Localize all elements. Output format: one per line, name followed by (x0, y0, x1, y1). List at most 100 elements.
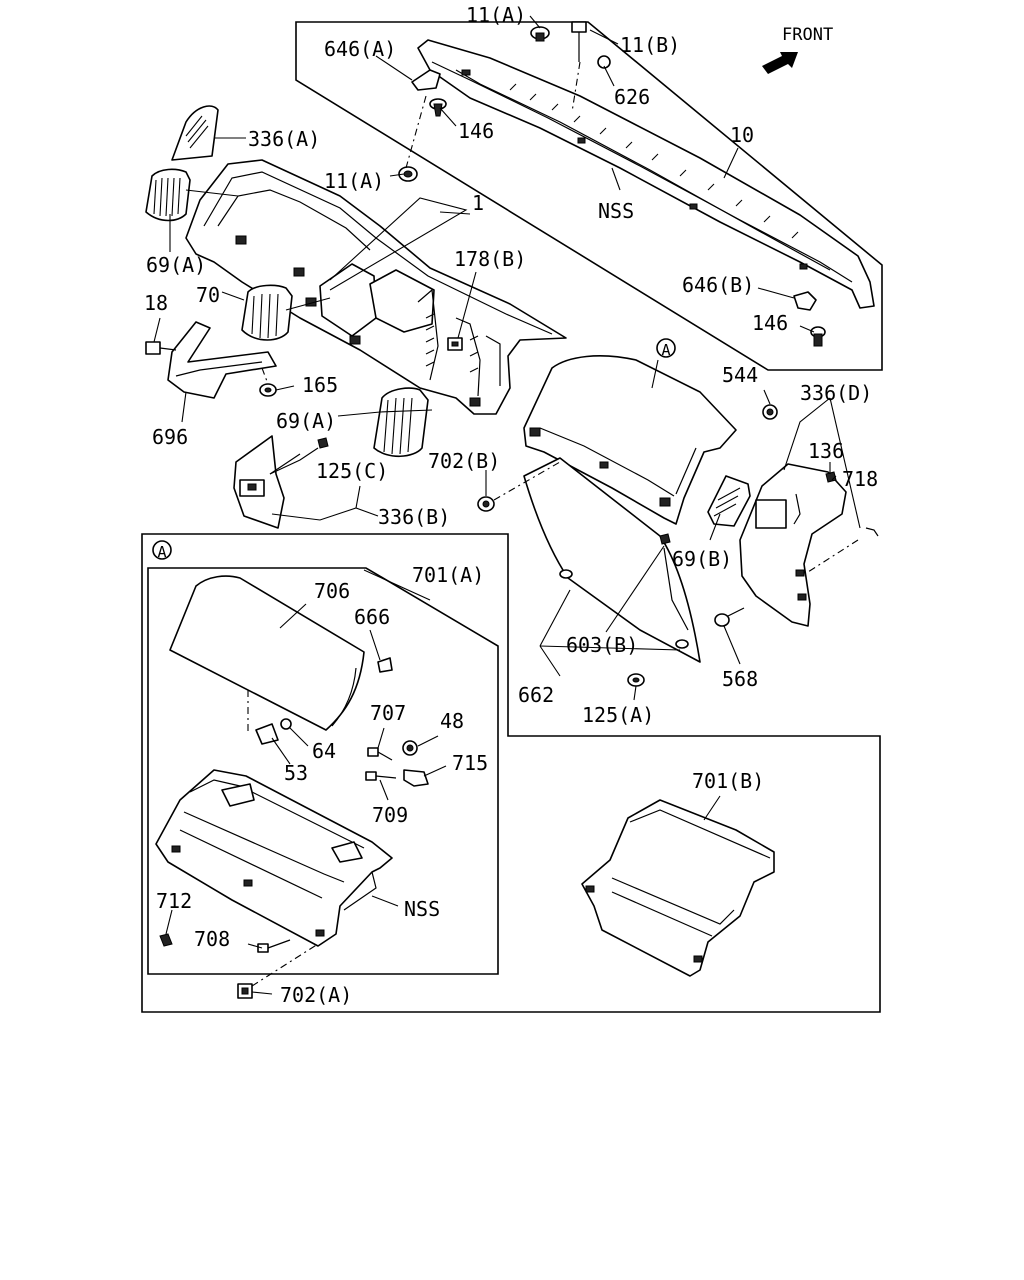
clip-146-top (429, 98, 447, 117)
label-48: 48 (440, 709, 464, 733)
leader-lines (153, 15, 861, 995)
label-178b: 178(B) (454, 247, 526, 271)
label-1: 1 (472, 191, 484, 215)
glovebox-housing-main (523, 355, 737, 525)
callout-a-marker-main: A (656, 338, 676, 359)
label-146-top: 146 (458, 119, 494, 143)
screw-708 (257, 939, 291, 953)
nut-48 (402, 740, 418, 756)
label-701a: 701(A) (412, 563, 484, 587)
part-662-glovebox-lid (523, 457, 701, 663)
latch-715 (403, 769, 429, 787)
label-53: 53 (284, 761, 308, 785)
svg-text:A: A (661, 341, 670, 359)
label-11a-top: 11(A) (466, 3, 526, 27)
screw-544 (762, 404, 778, 420)
glovebox-701a-subframe (147, 567, 499, 975)
front-arrow-icon (762, 52, 798, 74)
label-718: 718 (842, 467, 878, 491)
label-11a-mid: 11(A) (324, 169, 384, 193)
nut-165 (259, 383, 277, 397)
label-136: 136 (808, 439, 844, 463)
label-165: 165 (302, 373, 338, 397)
label-69a-mid: 69(A) (276, 409, 336, 433)
bracket-646b (793, 291, 817, 311)
label-603b: 603(B) (566, 633, 638, 657)
bracket-646a (411, 69, 441, 91)
label-336a: 336(A) (248, 127, 320, 151)
label-568: 568 (722, 667, 758, 691)
clip-666 (377, 657, 393, 673)
label-626: 626 (614, 85, 650, 109)
part-69b-vent (707, 475, 751, 527)
upper-panel-group-outline (295, 21, 883, 371)
part-603b-striker (659, 533, 689, 631)
label-125a: 125(A) (582, 703, 654, 727)
label-18: 18 (144, 291, 168, 315)
center-line (807, 539, 859, 573)
center-line (405, 95, 427, 169)
label-544: 544 (722, 363, 758, 387)
screw-707 (367, 747, 393, 761)
screw-626 (597, 55, 611, 69)
center-line (493, 461, 561, 501)
label-701b: 701(B) (692, 769, 764, 793)
clip-11a-mid (398, 166, 418, 182)
label-64: 64 (312, 739, 336, 763)
label-715: 715 (452, 751, 488, 775)
label-646a: 646(A) (324, 37, 396, 61)
clip-702a (237, 983, 253, 999)
label-11b: 11(B) (620, 33, 680, 57)
part-701a-glovebox (155, 769, 393, 947)
part-69a-mid-vent (373, 387, 429, 458)
clip-136 (825, 471, 837, 483)
bolt-18 (145, 341, 177, 355)
clip-125c (317, 437, 329, 449)
clip-702b (477, 496, 495, 512)
part-696-bracket (167, 321, 277, 399)
label-125c: 125(C) (316, 459, 388, 483)
label-10: 10 (730, 123, 754, 147)
part-701b-glovebox (581, 799, 775, 977)
clip-11a-top (530, 26, 550, 42)
label-646b: 646(B) (682, 273, 754, 297)
label-146-right: 146 (752, 311, 788, 335)
label-702b: 702(B) (428, 449, 500, 473)
label-662: 662 (518, 683, 554, 707)
clip-718 (865, 527, 879, 537)
label-666: 666 (354, 605, 390, 629)
part-labels: 11(A) 11(B) 646(A) 626 146 336(A) 10 11(… (144, 3, 878, 1007)
label-696: 696 (152, 425, 188, 449)
screw-568 (714, 607, 745, 627)
label-69b: 69(B) (672, 547, 732, 571)
clip-178b (447, 337, 463, 351)
part-70-vent (241, 284, 293, 341)
callout-a-marker-inset: A (152, 540, 172, 561)
part-336d-side-trim (739, 463, 847, 627)
label-702a: 702(A) (280, 983, 352, 1007)
clip-125a (627, 673, 645, 687)
part-336a-vent-cover (171, 105, 219, 161)
front-label: FRONT (782, 25, 833, 45)
screw-709 (365, 771, 397, 781)
label-708: 708 (194, 927, 230, 951)
label-712: 712 (156, 889, 192, 913)
label-706: 706 (314, 579, 350, 603)
bolt-11b (571, 21, 587, 62)
part-1-instrument-panel (185, 159, 567, 415)
part-69a-left-vent (145, 168, 191, 222)
part-336b-lower-cover (233, 435, 285, 529)
center-line (251, 943, 319, 987)
part-10-upper-trim (417, 39, 875, 309)
label-709: 709 (372, 803, 408, 827)
label-nss-top: NSS (598, 199, 634, 223)
label-nss-box: NSS (404, 897, 440, 921)
label-336d: 336(D) (800, 381, 872, 405)
part-706-inner-lid (169, 575, 365, 731)
svg-text:A: A (157, 543, 166, 561)
center-line (261, 367, 269, 385)
clip-146-right (810, 326, 826, 347)
callout-a-frame (141, 533, 881, 1013)
